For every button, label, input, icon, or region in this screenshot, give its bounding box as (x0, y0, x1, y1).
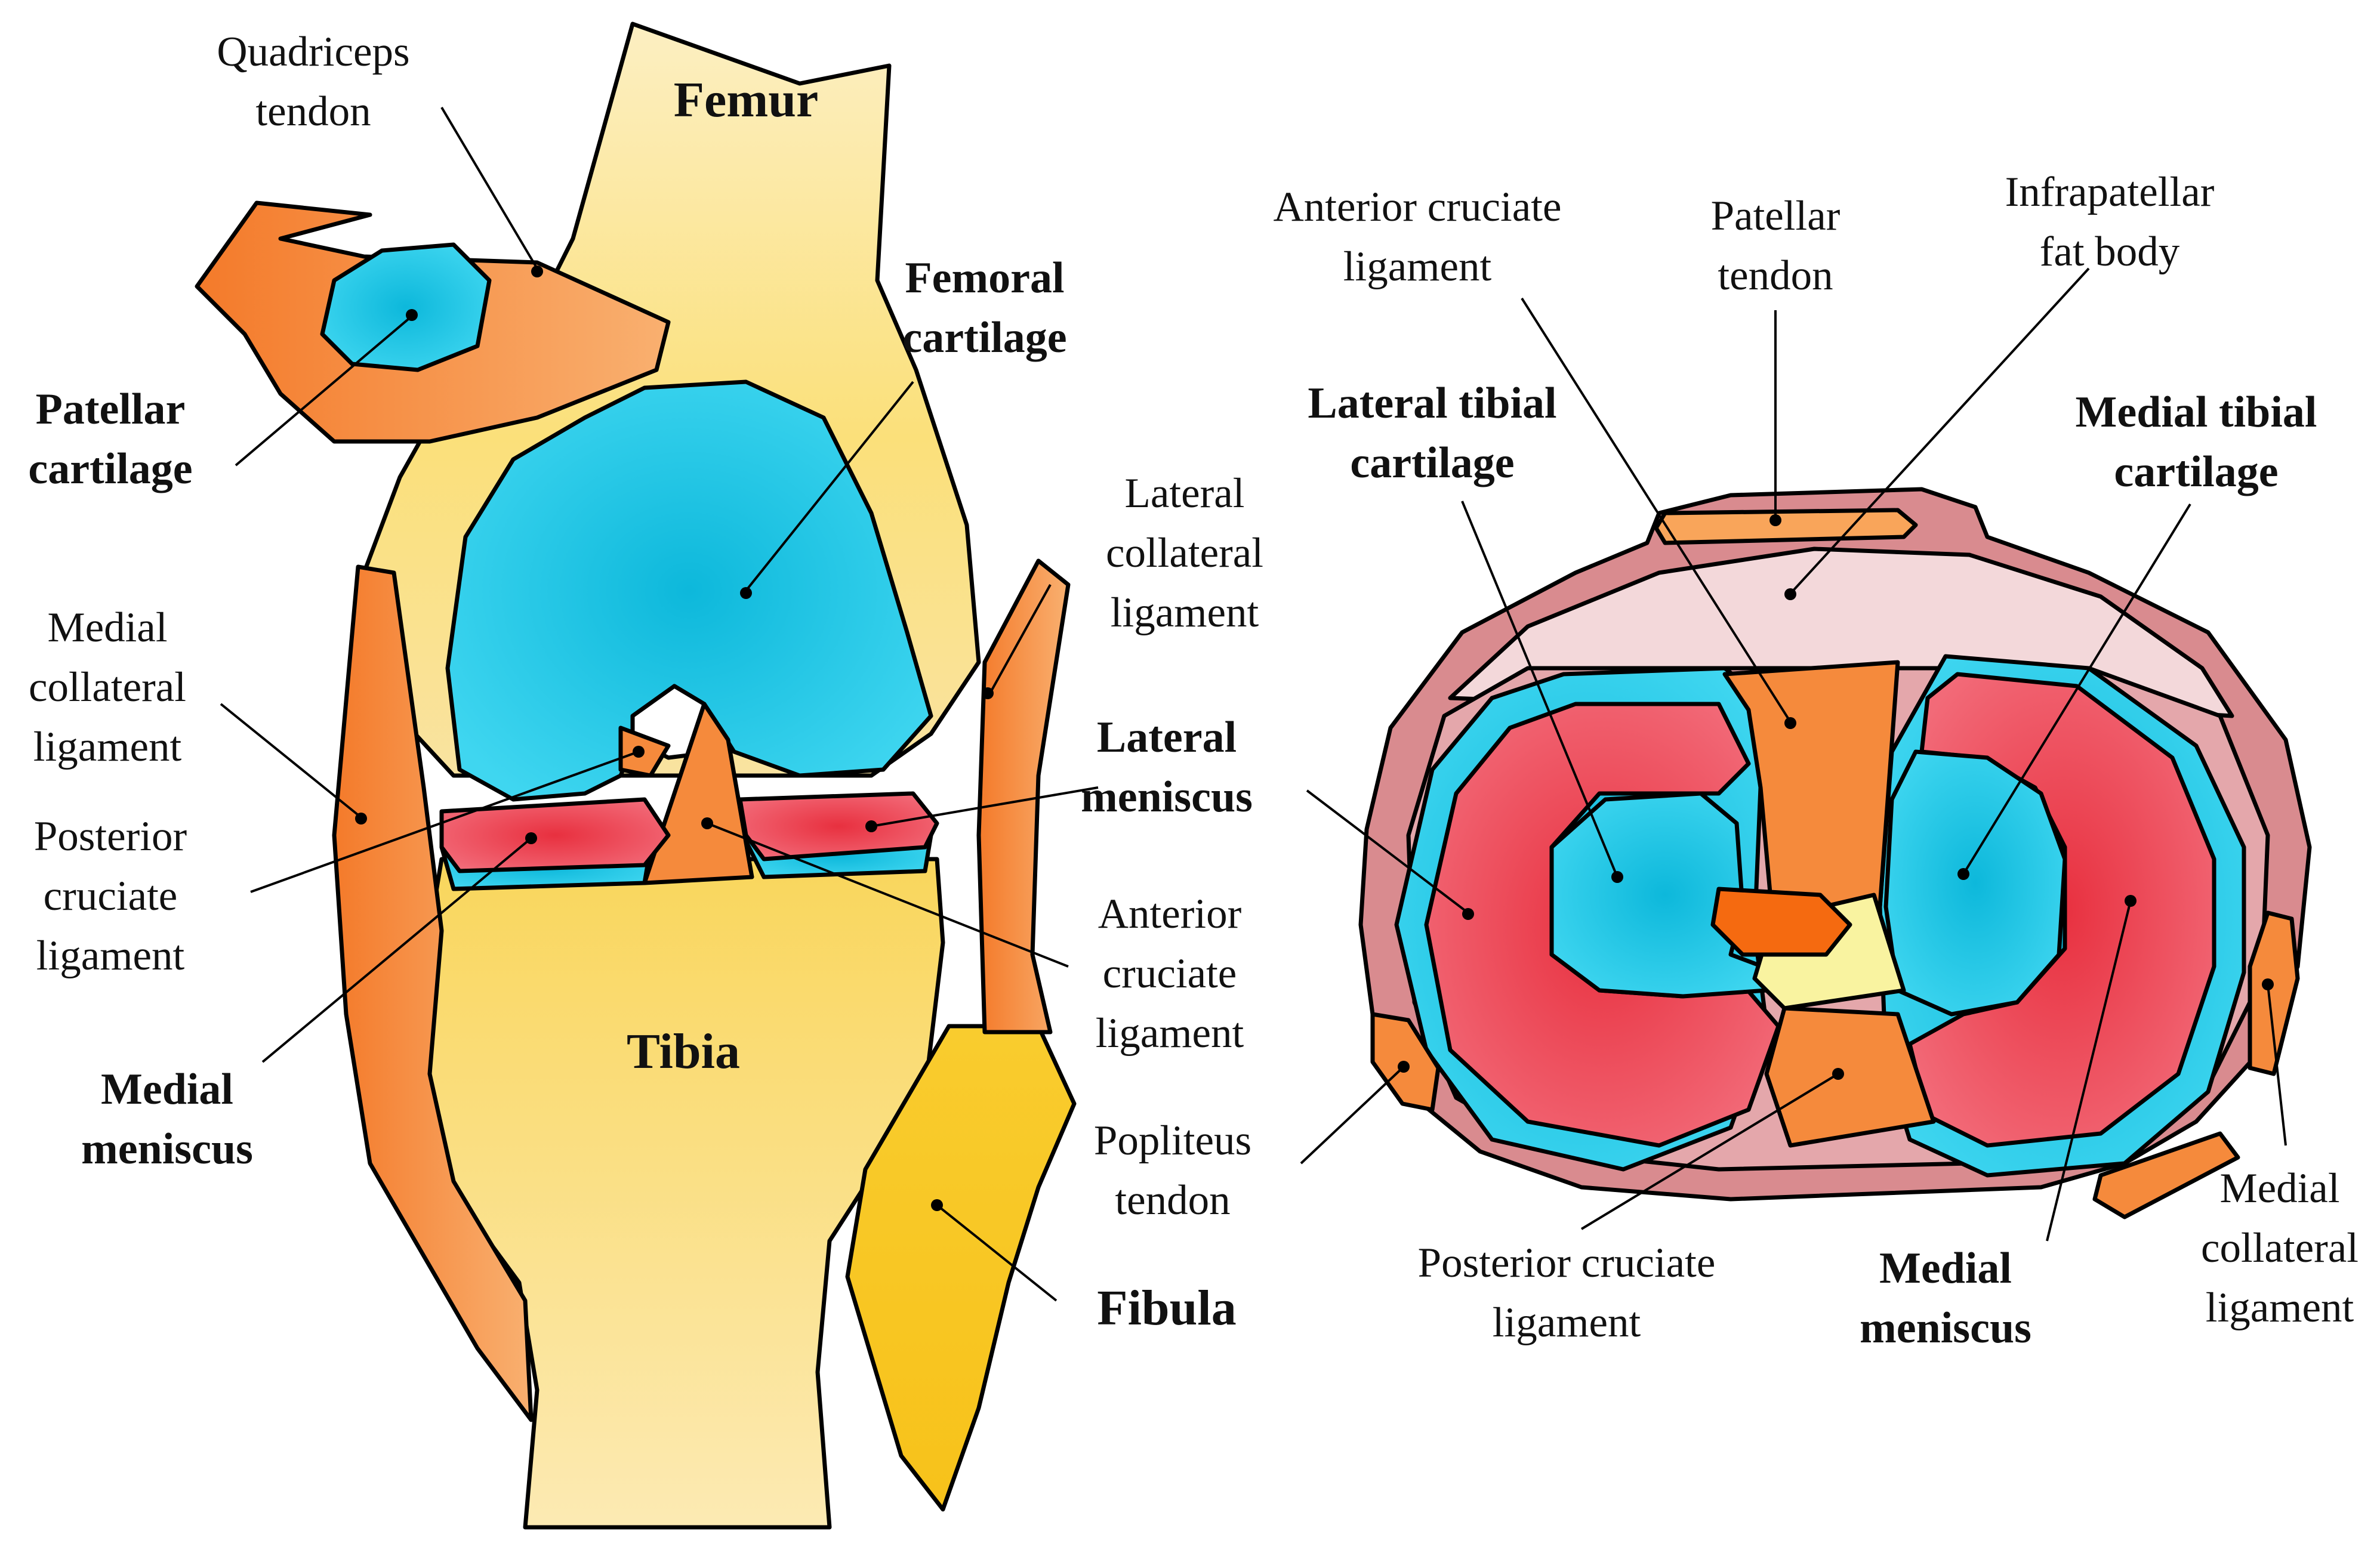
label-femoral-cartilage-1: Femoral (905, 254, 1064, 302)
label-anterior-cruciate-ligament-1: Anterior (1098, 891, 1242, 937)
label-r-medial-meniscus-2: meniscus (1860, 1304, 2031, 1352)
label-r-infrapatellar-fat-body-2: fat body (2040, 228, 2180, 275)
label-r-anterior-cruciate-ligament-2: ligament (1343, 243, 1492, 290)
label-r-medial-tibial-cartilage-1: Medial tibial (2076, 388, 2317, 437)
label-lateral-collateral-ligament-1: Lateral (1124, 470, 1244, 517)
lateral-collateral-ligament-shape (976, 558, 1071, 1035)
label-posterior-cruciate-ligament-1: Posterior (34, 813, 187, 860)
label-medial-collateral-ligament-2: collateral (29, 664, 186, 711)
label-r-posterior-cruciate-ligament-1: Posterior cruciate (1418, 1240, 1716, 1286)
label-r-anterior-cruciate-ligament-1: Anterior cruciate (1274, 184, 1562, 230)
label-lateral-meniscus-1: Lateral (1097, 713, 1237, 762)
medial-collateral-ligament-right-shape (2248, 910, 2300, 1076)
label-quadriceps-tendon-2: tendon (255, 88, 371, 135)
label-posterior-cruciate-ligament-2: cruciate (44, 873, 178, 919)
label-medial-meniscus-2: meniscus (81, 1125, 253, 1174)
label-anterior-cruciate-ligament-2: cruciate (1103, 950, 1237, 997)
label-lateral-collateral-ligament-3: ligament (1111, 589, 1259, 636)
lateral-cruciate-insertion-shape (1710, 887, 1852, 957)
label-femur: Femur (674, 72, 819, 128)
label-tibia: Tibia (627, 1024, 740, 1079)
label-anterior-cruciate-ligament-3: ligament (1096, 1010, 1244, 1057)
right-knee-view: Anterior cruciate ligament Patellar tend… (1274, 169, 2359, 1352)
label-lateral-meniscus-2: meniscus (1081, 773, 1253, 822)
anterior-cruciate-ligament-shape (642, 702, 754, 885)
medial-tibial-cartilage-shape (1883, 749, 2067, 1017)
medial-collateral-ligament-lower-shape (2092, 1131, 2240, 1219)
posterior-cruciate-ligament-right-shape (1764, 1006, 1936, 1148)
label-r-medial-collateral-ligament-2: collateral (2201, 1225, 2359, 1271)
label-femoral-cartilage-2: cartilage (902, 313, 1066, 362)
patellar-tendon-shape (1654, 508, 1918, 545)
label-r-medial-meniscus-1: Medial (1879, 1244, 2012, 1293)
label-r-medial-collateral-ligament-1: Medial (2219, 1165, 2339, 1212)
label-medial-collateral-ligament-3: ligament (33, 724, 182, 770)
lateral-meniscus-shape (738, 791, 939, 861)
label-quadriceps-tendon-1: Quadriceps (217, 29, 409, 75)
label-lateral-collateral-ligament-2: collateral (1106, 530, 1263, 576)
medial-meniscus-shape (439, 797, 671, 873)
label-r-patellar-tendon-2: tendon (1718, 252, 1833, 299)
label-patellar-cartilage-1: Patellar (36, 385, 186, 434)
label-r-medial-tibial-cartilage-2: cartilage (2114, 447, 2278, 496)
medial-collateral-ligament-shape (332, 564, 534, 1422)
label-r-patellar-tendon-1: Patellar (1711, 193, 1841, 239)
label-r-posterior-cruciate-ligament-2: ligament (1493, 1299, 1641, 1346)
label-r-lateral-tibial-cartilage-2: cartilage (1350, 439, 1514, 487)
label-medial-meniscus-1: Medial (101, 1065, 233, 1114)
label-posterior-cruciate-ligament-3: ligament (36, 932, 185, 979)
label-fibula: Fibula (1097, 1280, 1236, 1336)
label-medial-collateral-ligament-1: Medial (47, 604, 167, 651)
fibula-shape (845, 1024, 1077, 1512)
label-patellar-cartilage-2: cartilage (28, 444, 192, 493)
left-knee-view: Quadriceps tendon Femur Patellar cartila… (28, 21, 1263, 1530)
label-popliteus-tendon-1: Popliteus (1094, 1117, 1251, 1164)
label-popliteus-tendon-2: tendon (1115, 1177, 1230, 1224)
label-r-medial-collateral-ligament-3: ligament (2206, 1284, 2354, 1331)
label-r-lateral-tibial-cartilage-1: Lateral tibial (1308, 379, 1556, 428)
label-r-infrapatellar-fat-body-1: Infrapatellar (2005, 169, 2215, 215)
patellar-cartilage-shape (320, 242, 492, 372)
